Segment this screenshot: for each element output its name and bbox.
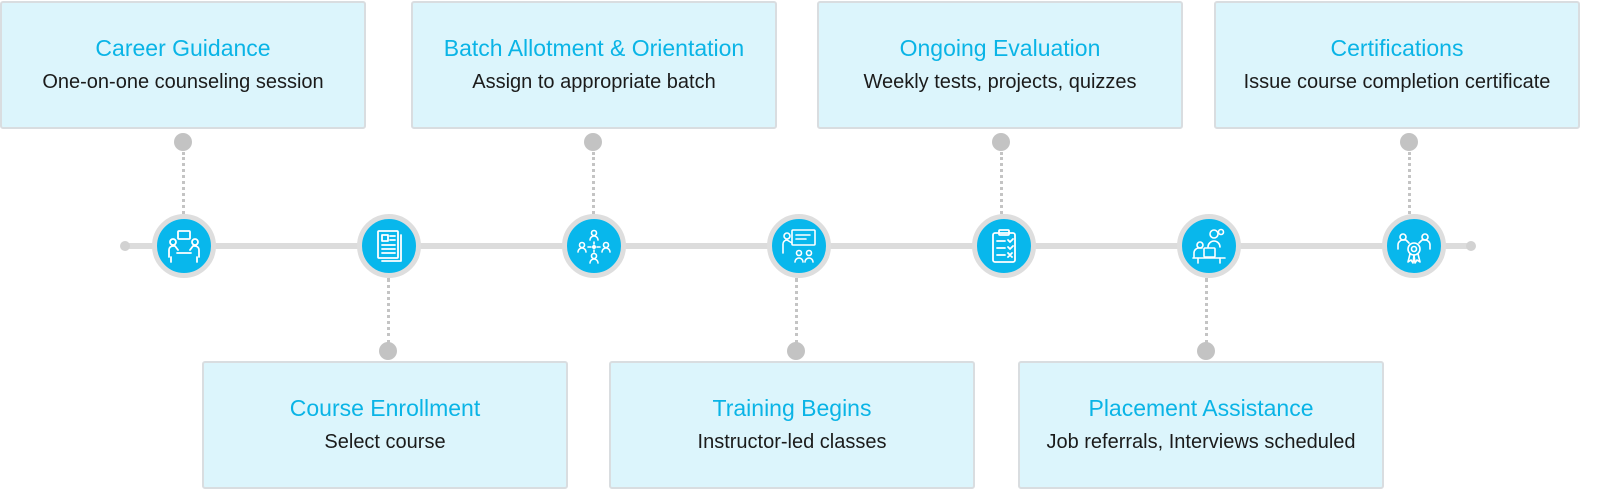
- certificate-award-icon: [1397, 233, 1431, 264]
- connector-line: [1408, 152, 1411, 214]
- step-title: Training Begins: [712, 395, 872, 421]
- connector-line: [1000, 152, 1003, 214]
- connector-line: [1205, 278, 1208, 344]
- step-title: Career Guidance: [95, 35, 271, 61]
- connector-dot: [174, 133, 192, 151]
- step-card-placement-assistance: Placement Assistance Job referrals, Inte…: [1018, 361, 1384, 489]
- connector-dot: [379, 342, 397, 360]
- connector-dot: [1197, 342, 1215, 360]
- step-card-ongoing-evaluation: Ongoing Evaluation Weekly tests, project…: [817, 1, 1183, 129]
- clipboard-checklist-icon: [992, 229, 1016, 263]
- step-description: One-on-one counseling session: [42, 71, 324, 93]
- batch-group-icon: [577, 229, 611, 264]
- step-description: Weekly tests, projects, quizzes: [863, 71, 1137, 93]
- step-title: Batch Allotment & Orientation: [443, 35, 745, 61]
- timeline-node-course-enrollment: [357, 214, 421, 278]
- timeline-node-career-guidance: [152, 214, 216, 278]
- step-description: Assign to appropriate batch: [472, 71, 716, 93]
- step-description: Issue course completion certificate: [1243, 71, 1551, 93]
- connector-line: [795, 278, 798, 344]
- step-card-course-enrollment: Course Enrollment Select course: [202, 361, 568, 489]
- timeline-node-certifications: [1382, 214, 1446, 278]
- step-description: Instructor-led classes: [697, 431, 887, 453]
- interview-icon: [1192, 228, 1226, 264]
- counseling-icon: [168, 230, 200, 263]
- step-title: Ongoing Evaluation: [899, 35, 1101, 61]
- timeline-end-cap: [1466, 241, 1476, 251]
- timeline-node-ongoing-evaluation: [972, 214, 1036, 278]
- step-title: Course Enrollment: [289, 395, 481, 421]
- enrollment-form-icon: [377, 230, 402, 262]
- timeline-node-batch-allotment: [562, 214, 626, 278]
- step-title: Placement Assistance: [1088, 395, 1314, 421]
- step-card-certifications: Certifications Issue course completion c…: [1214, 1, 1580, 129]
- connector-line: [387, 278, 390, 344]
- step-card-batch-allotment: Batch Allotment & Orientation Assign to …: [411, 1, 777, 129]
- instructor-board-icon: [782, 229, 816, 263]
- connector-dot: [1400, 133, 1418, 151]
- timeline-node-placement-assistance: [1177, 214, 1241, 278]
- connector-dot: [584, 133, 602, 151]
- step-title: Certifications: [1330, 35, 1464, 61]
- connector-dot: [787, 342, 805, 360]
- step-card-career-guidance: Career Guidance One-on-one counseling se…: [0, 1, 366, 129]
- timeline-node-training-begins: [767, 214, 831, 278]
- step-description: Select course: [324, 431, 446, 453]
- step-card-training-begins: Training Begins Instructor-led classes: [609, 361, 975, 489]
- timeline-start-cap: [120, 241, 130, 251]
- connector-dot: [992, 133, 1010, 151]
- step-description: Job referrals, Interviews scheduled: [1046, 431, 1356, 453]
- connector-line: [182, 152, 185, 214]
- connector-line: [592, 152, 595, 214]
